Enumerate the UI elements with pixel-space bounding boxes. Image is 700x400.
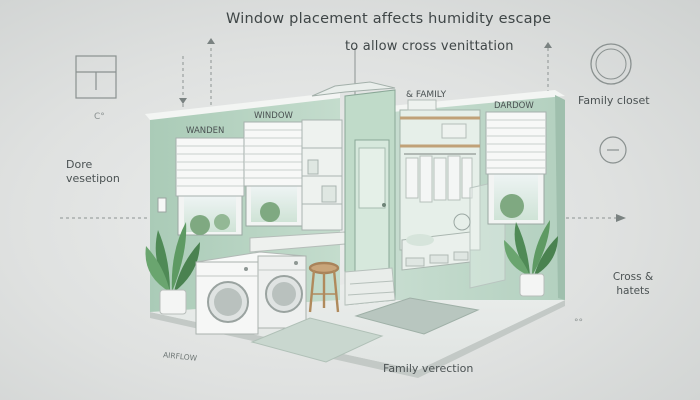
left-note-label: Dore vesetipon [66,158,120,185]
left-window-label: WANDEN [186,126,224,136]
wall-socket [157,197,167,213]
right-plant [504,220,558,297]
wall-shelves [301,119,343,231]
center-window [243,121,305,227]
family-closet-label: Family closet [578,94,650,107]
closet-circle-icon [590,43,632,85]
right-window-label: DARDOW [494,101,534,111]
closet-doorway [311,81,396,306]
diagram-title-line-1: Window placement affects humidity escape [226,11,552,27]
family-verection-label: Family verection [383,362,474,375]
window-icon [75,55,117,99]
minus-circle-icon [599,136,627,164]
left-window [175,137,245,236]
left-plant [145,222,200,315]
cross-label: Cross & hatets [612,271,654,297]
right-rug [354,297,480,335]
diagram-title-line-2: to allow cross venittation [345,39,514,54]
top-left-small-label: C° [94,112,105,122]
bottom-right-small-label: °° [574,318,583,328]
right-window [485,111,547,225]
center-window-label: WINDOW [254,111,294,121]
left-rug [250,317,384,363]
closet-interior [399,99,481,271]
closet-sign-label: & FAMILY [406,90,447,100]
wooden-stool [308,261,340,313]
washer-dryer [195,251,307,335]
